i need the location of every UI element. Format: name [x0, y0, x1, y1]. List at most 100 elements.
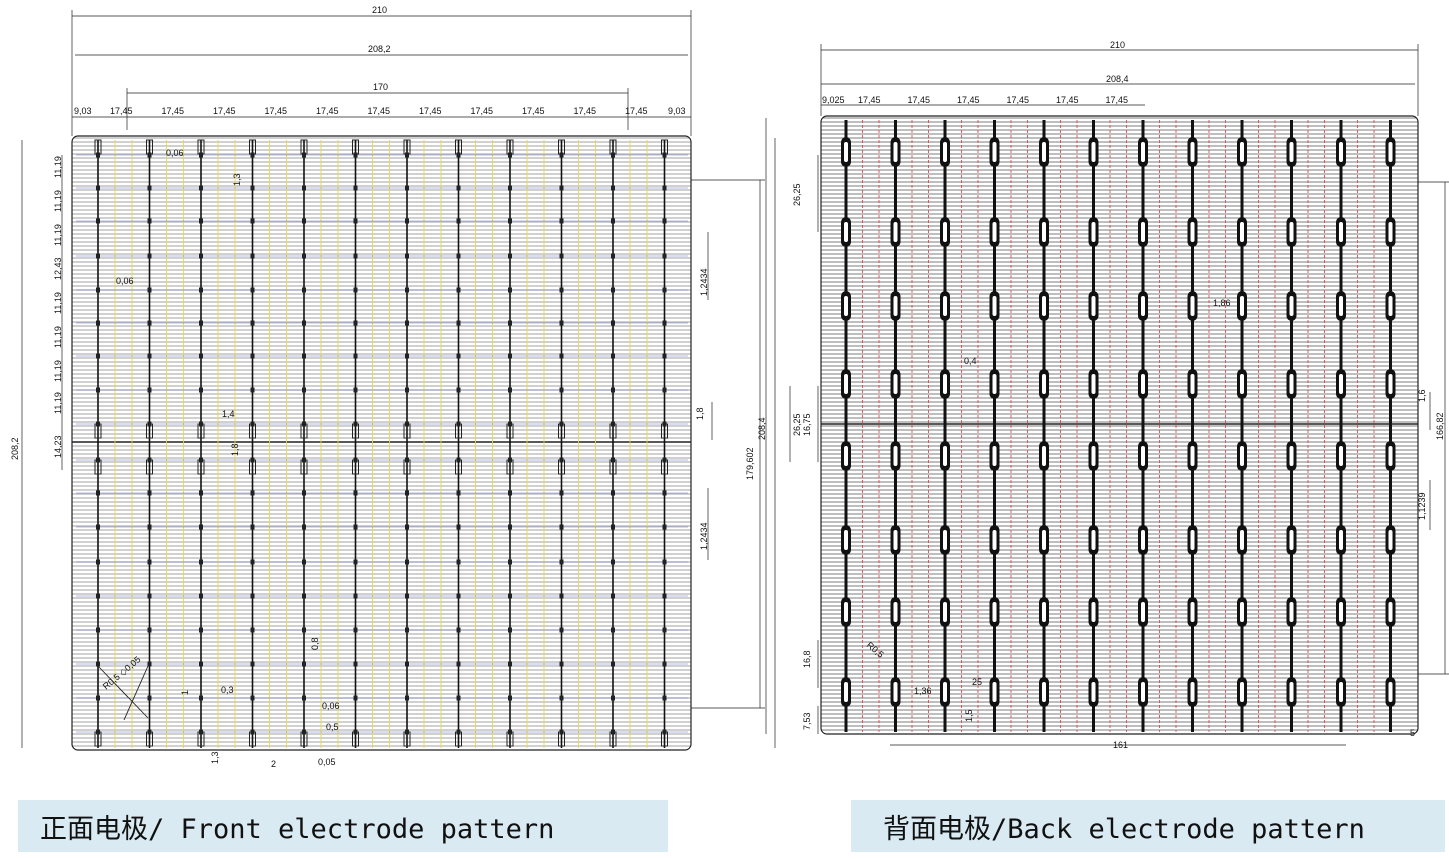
back-pad-opening	[1091, 374, 1096, 394]
front-span-right: 179,602	[745, 447, 755, 480]
back-pitch-label: 17,45	[1106, 95, 1129, 105]
front-pad	[456, 387, 461, 393]
front-end-pad	[609, 731, 617, 747]
front-pad	[405, 593, 409, 599]
back-pad-opening	[1091, 142, 1096, 162]
front-pad	[96, 253, 100, 259]
back-right-dimensions	[1418, 181, 1449, 675]
front-pad	[611, 353, 615, 359]
back-pad-opening	[943, 530, 947, 550]
front-pad	[96, 218, 100, 224]
front-pad	[96, 627, 100, 633]
front-end-pad	[197, 731, 205, 747]
front-pad	[508, 695, 512, 701]
front-end-pad	[249, 139, 256, 155]
front-pad	[405, 559, 409, 565]
front-end-pad	[558, 423, 565, 439]
front-end-pad	[352, 423, 359, 439]
back-pad-opening	[1289, 374, 1294, 394]
back-pad-opening	[1289, 446, 1294, 466]
front-pad	[662, 695, 667, 701]
back-height-3: 16,75	[802, 413, 812, 436]
front-end-pad	[661, 459, 668, 475]
back-pad-opening	[943, 446, 947, 466]
front-pad	[456, 593, 461, 599]
front-pad	[508, 353, 512, 359]
back-pad-opening	[1240, 682, 1244, 702]
front-row-pitch-label: 11,19	[53, 360, 63, 382]
back-pad-opening	[1091, 222, 1096, 242]
front-pad	[302, 695, 306, 701]
front-pad	[456, 320, 461, 326]
front-pad	[199, 287, 203, 293]
back-pad-opening	[943, 602, 947, 622]
front-pad	[456, 661, 461, 667]
back-pad-opening	[1141, 602, 1145, 622]
front-pad	[508, 185, 512, 191]
front-pad	[559, 287, 564, 293]
back-pad-opening	[1091, 602, 1096, 622]
back-wafer	[820, 115, 1419, 735]
back-pad-opening	[943, 142, 947, 162]
back-pad-opening	[1190, 682, 1195, 702]
back-pad-opening	[1190, 296, 1195, 316]
front-pad	[96, 152, 100, 158]
front-end-pad	[403, 731, 411, 747]
front-pad	[250, 218, 255, 224]
front-pad	[611, 490, 615, 496]
front-pad	[405, 253, 409, 259]
front-pad	[353, 353, 358, 359]
front-top-dimensions	[71, 10, 692, 136]
back-pitch-label: 17,45	[858, 95, 881, 105]
front-pad	[405, 661, 409, 667]
front-pad	[147, 661, 152, 667]
front-pad	[611, 627, 615, 633]
front-end-pad	[352, 731, 359, 747]
front-pad	[611, 695, 615, 701]
front-pad	[508, 490, 512, 496]
front-pitch-label: 17,45	[419, 106, 442, 116]
front-end-pad	[146, 731, 153, 747]
front-end-pad	[249, 423, 256, 439]
back-pad-opening	[1141, 374, 1145, 394]
back-pad-opening	[1339, 530, 1343, 550]
back-pad-opening	[1091, 296, 1096, 316]
front-pad	[96, 490, 100, 496]
front-callout-0-5: 0,5	[326, 722, 339, 732]
front-grid	[76, 139, 688, 748]
front-caption: 正面电极/ Front electrode pattern	[18, 800, 668, 852]
front-pad	[250, 559, 255, 565]
back-pad-opening	[1190, 374, 1195, 394]
front-end-pad	[455, 459, 462, 475]
front-pad	[456, 524, 461, 530]
front-wafer	[71, 135, 692, 751]
front-pad	[508, 524, 512, 530]
back-pad-opening	[1289, 602, 1294, 622]
front-pad	[611, 320, 615, 326]
front-pad	[302, 320, 306, 326]
back-pad-opening	[1042, 602, 1046, 622]
back-pad-opening	[1339, 602, 1343, 622]
front-pad	[508, 661, 512, 667]
back-pad-opening	[1388, 142, 1393, 162]
front-pad	[96, 387, 100, 393]
front-end-pad	[558, 459, 565, 475]
back-pad-opening	[1141, 446, 1145, 466]
back-pad-opening	[893, 296, 898, 316]
back-pad-opening	[844, 222, 848, 242]
back-pad-opening	[1289, 530, 1294, 550]
back-pad-opening	[1240, 530, 1244, 550]
front-pad	[353, 387, 358, 393]
front-finger-width-2: 0,06	[116, 276, 134, 286]
front-pad	[199, 253, 203, 259]
back-pad-opening	[1388, 296, 1393, 316]
front-pad	[405, 695, 409, 701]
front-pad	[559, 185, 564, 191]
front-pad	[96, 185, 100, 191]
front-callout-0-8: 0,8	[310, 637, 320, 650]
front-pad	[96, 695, 100, 701]
front-pad	[199, 218, 203, 224]
back-pad-opening	[1240, 142, 1244, 162]
